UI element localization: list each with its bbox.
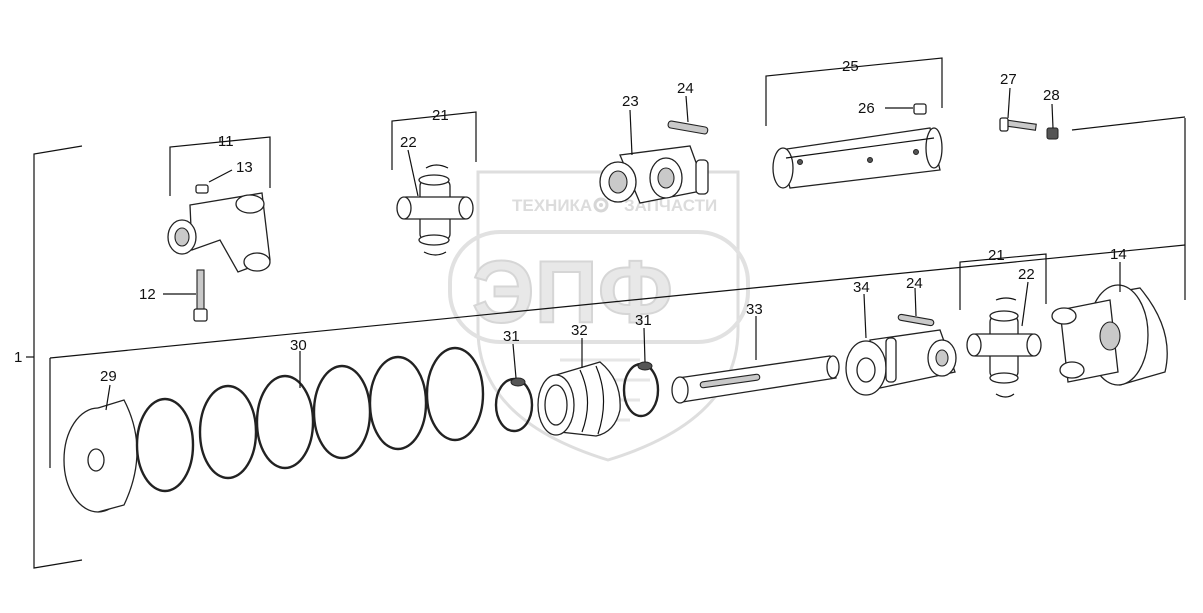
callout-label-21-upper: 21 (432, 107, 449, 124)
part-yoke-34: 34 (845, 279, 957, 396)
callout-label-29: 29 (100, 368, 117, 385)
callout-label-25: 25 (842, 58, 859, 75)
callout-group-25: 25 (765, 57, 943, 126)
callout-label-26: 26 (858, 100, 875, 117)
part-tube-25 (772, 127, 943, 189)
callout-label-22-lower: 22 (1018, 266, 1035, 283)
part-pin-24-lower: 24 (897, 275, 935, 327)
assembly-bracket-1 (26, 145, 83, 569)
part-pin-24-upper: 24 (667, 80, 709, 135)
part-bolt-12: 12 (139, 269, 208, 322)
callout-label-24-lower: 24 (906, 275, 923, 292)
callout-13: 13 (208, 159, 253, 183)
watermark-text-left: ТЕХНИКА (512, 196, 592, 215)
watermark: ТЕХНИКА ЗАПЧАСТИ ЭПФ (448, 170, 750, 462)
part-spring-30: 30 (135, 337, 485, 493)
part-yoke-11 (167, 184, 271, 273)
watermark-shield (476, 170, 740, 462)
callout-label-28: 28 (1043, 87, 1060, 104)
assembly-bracket-lower (49, 116, 1186, 468)
callout-label-11: 11 (218, 133, 234, 150)
part-clamp-31-right: 31 (622, 312, 660, 418)
callout-label-23: 23 (622, 93, 639, 110)
part-shaft-33: 33 (671, 301, 840, 404)
callout-label-14: 14 (1110, 246, 1127, 263)
gear-icon (593, 197, 609, 213)
part-cross-22-lower: 22 (966, 266, 1042, 398)
callout-label-32: 32 (571, 322, 588, 339)
part-flange-yoke-14: 14 (1051, 246, 1168, 386)
callout-label-31-right: 31 (635, 312, 652, 329)
part-clamp-31-left: 31 (494, 328, 534, 433)
watermark-logo: ЭПФ (472, 242, 673, 341)
callout-label-12: 12 (139, 286, 156, 303)
callout-label-24-upper: 24 (677, 80, 694, 97)
part-disk-29: 29 (63, 368, 138, 513)
callout-group-11: 11 (169, 133, 271, 196)
part-nut-28: 28 (1043, 87, 1060, 140)
part-boot-32: 32 (537, 322, 621, 437)
callout-label-1: 1 (14, 349, 22, 366)
callout-label-31-left: 31 (503, 328, 520, 345)
callout-group-21-upper: 21 (391, 107, 477, 170)
callout-label-33: 33 (746, 301, 763, 318)
callout-label-13: 13 (236, 159, 253, 176)
part-cross-22-upper: 22 (396, 134, 474, 256)
part-nut-26: 26 (858, 100, 927, 117)
part-bolt-27: 27 (999, 71, 1037, 132)
watermark-logo-frame (448, 230, 750, 344)
callout-label-27: 27 (1000, 71, 1017, 88)
callout-label-22-upper: 22 (400, 134, 417, 151)
callout-group-21-lower: 21 (959, 247, 1047, 310)
part-yoke-23: 23 (599, 93, 709, 204)
callout-label-21-lower: 21 (988, 247, 1005, 264)
callout-label-34: 34 (853, 279, 870, 296)
callout-label-30: 30 (290, 337, 307, 354)
